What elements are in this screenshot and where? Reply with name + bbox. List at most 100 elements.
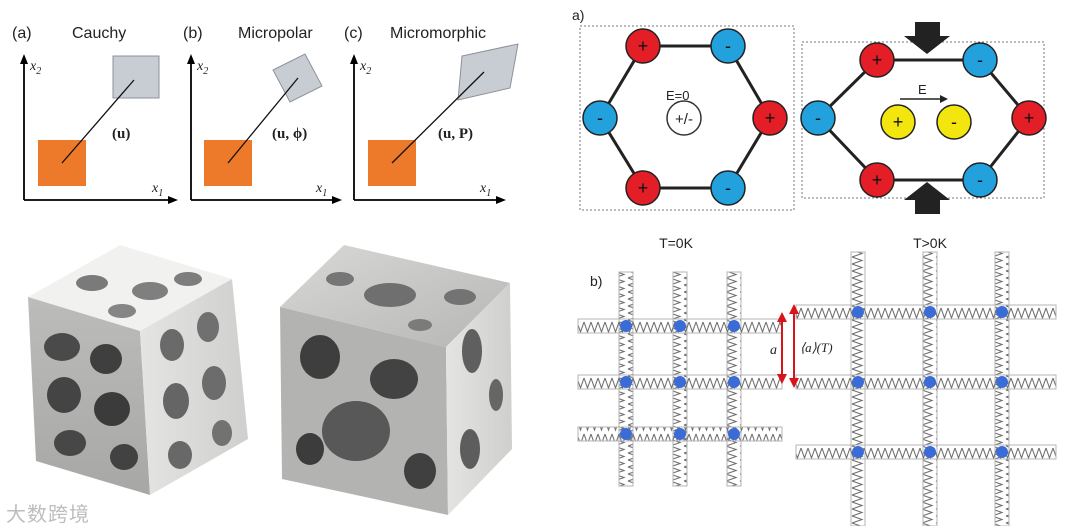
pore — [54, 430, 86, 456]
pore — [108, 304, 136, 318]
cold-lattice-node — [728, 376, 740, 388]
cold-lattice-node — [620, 320, 632, 332]
pore — [300, 335, 340, 379]
pore — [212, 420, 232, 446]
kinematics-label: (u, ϕ) — [272, 126, 307, 142]
hot-lattice-node — [924, 306, 936, 318]
compression-arrow-top — [904, 22, 950, 54]
svg-text:+: + — [872, 50, 883, 70]
cold-lattice-node — [728, 320, 740, 332]
ion-anion: - — [800, 100, 836, 136]
hot-lattice-node — [852, 306, 864, 318]
watermark-text: 大数跨境 — [6, 502, 90, 526]
sheared-square — [457, 43, 519, 101]
kinematics-label: (u) — [112, 126, 130, 142]
cold-lattice-node — [674, 320, 686, 332]
compression-arrow-bottom — [904, 182, 950, 214]
hot-lattice-node — [852, 376, 864, 388]
pore — [202, 366, 226, 400]
svg-text:+: + — [893, 112, 904, 132]
micromorphic-cell: (c) Micromorphic x2 x1 (u, P) — [344, 25, 519, 204]
hot-lattice-node — [996, 306, 1008, 318]
svg-text:-: - — [725, 178, 731, 198]
hot-lattice-node — [996, 376, 1008, 388]
title-t-zero: T=0K — [659, 236, 694, 251]
pore — [44, 333, 80, 361]
piezo-panel: a) E=0 +/- + - + - + - E + - + - + - + - — [572, 7, 1047, 214]
pore — [489, 379, 503, 411]
micropolar-cell: (b) Micropolar x2 x1 (u, ϕ) — [183, 25, 342, 204]
spacing-label-a: a — [770, 343, 777, 358]
hexagon-bonds-compressed — [815, 58, 1031, 182]
cauchy-cell: (a) Cauchy x2 x1 (u) — [12, 25, 178, 204]
displacement-line — [391, 71, 485, 164]
cell-title-micropolar: Micropolar — [238, 25, 313, 42]
panel-tag-a: a) — [572, 7, 584, 23]
cold-lattice-node — [728, 428, 740, 440]
pore — [168, 441, 192, 469]
svg-text:+: + — [1024, 108, 1035, 128]
displacement-line — [227, 77, 299, 164]
pore — [462, 329, 482, 373]
cold-lattice-node — [620, 376, 632, 388]
kinematics-label: (u, P) — [438, 126, 473, 142]
pore — [370, 359, 418, 399]
svg-text:+: + — [765, 108, 776, 128]
y-axis-label: x2 — [196, 59, 208, 77]
strut-lattice-cube — [28, 245, 248, 495]
x-axis-arrow — [168, 196, 178, 204]
x-axis-label: x1 — [479, 181, 491, 199]
displacement-line — [61, 79, 135, 164]
ion-anion: - — [710, 28, 746, 64]
lattice-cubes-illustration — [28, 245, 512, 515]
compressed-cell-box — [801, 41, 1045, 199]
svg-text:+: + — [638, 178, 649, 198]
cell-title-cauchy: Cauchy — [72, 25, 126, 42]
hot-lattice-node — [996, 446, 1008, 458]
ion-anion: - — [962, 162, 998, 198]
field-label-e: E — [918, 82, 927, 97]
continuum-panel: (a) Cauchy x2 x1 (u) (b) Micropolar x2 x… — [12, 25, 519, 204]
panel-tag-b: b) — [590, 273, 602, 289]
y-axis-label: x2 — [29, 59, 41, 77]
pore — [364, 283, 416, 307]
field-arrowhead — [940, 95, 948, 103]
pore — [76, 275, 108, 291]
pore — [174, 272, 202, 286]
ion-cation-center: + — [880, 104, 916, 140]
y-axis-arrow — [187, 54, 195, 64]
pore — [47, 377, 81, 413]
svg-text:-: - — [725, 36, 731, 56]
svg-text:-: - — [951, 112, 957, 132]
pore — [460, 429, 480, 469]
svg-text:+: + — [872, 170, 883, 190]
ion-anion: - — [710, 170, 746, 206]
spring-lattice-panel: b) T=0K T>0K a ⟨a⟩(T) — [577, 236, 1057, 526]
pore — [408, 319, 432, 331]
pore — [132, 282, 168, 300]
spacing-label-avg: ⟨a⟩(T) — [800, 340, 833, 355]
svg-text:-: - — [597, 108, 603, 128]
pore — [444, 289, 476, 305]
cube-top-face — [28, 245, 232, 331]
cell-title-micromorphic: Micromorphic — [390, 25, 486, 42]
hot-lattice-node — [924, 376, 936, 388]
x-axis-label: x1 — [315, 181, 327, 199]
ion-anion: - — [582, 100, 618, 136]
ion-anion: - — [962, 42, 998, 78]
pore — [110, 444, 138, 470]
ion-anion-center: - — [936, 104, 972, 140]
x-axis-label: x1 — [151, 181, 163, 199]
title-t-positive: T>0K — [913, 236, 948, 251]
hot-lattice-node — [852, 446, 864, 458]
ion-cation: + — [752, 100, 788, 136]
neutral-center — [666, 100, 702, 136]
deformed-square — [112, 55, 160, 99]
spacing-arrowhead — [789, 304, 799, 314]
svg-text:-: - — [815, 108, 821, 128]
ion-cation: + — [859, 162, 895, 198]
y-axis-arrow — [20, 54, 28, 64]
spacing-arrowhead — [789, 378, 799, 388]
spacing-arrowhead — [777, 374, 787, 384]
ion-cation: + — [625, 28, 661, 64]
